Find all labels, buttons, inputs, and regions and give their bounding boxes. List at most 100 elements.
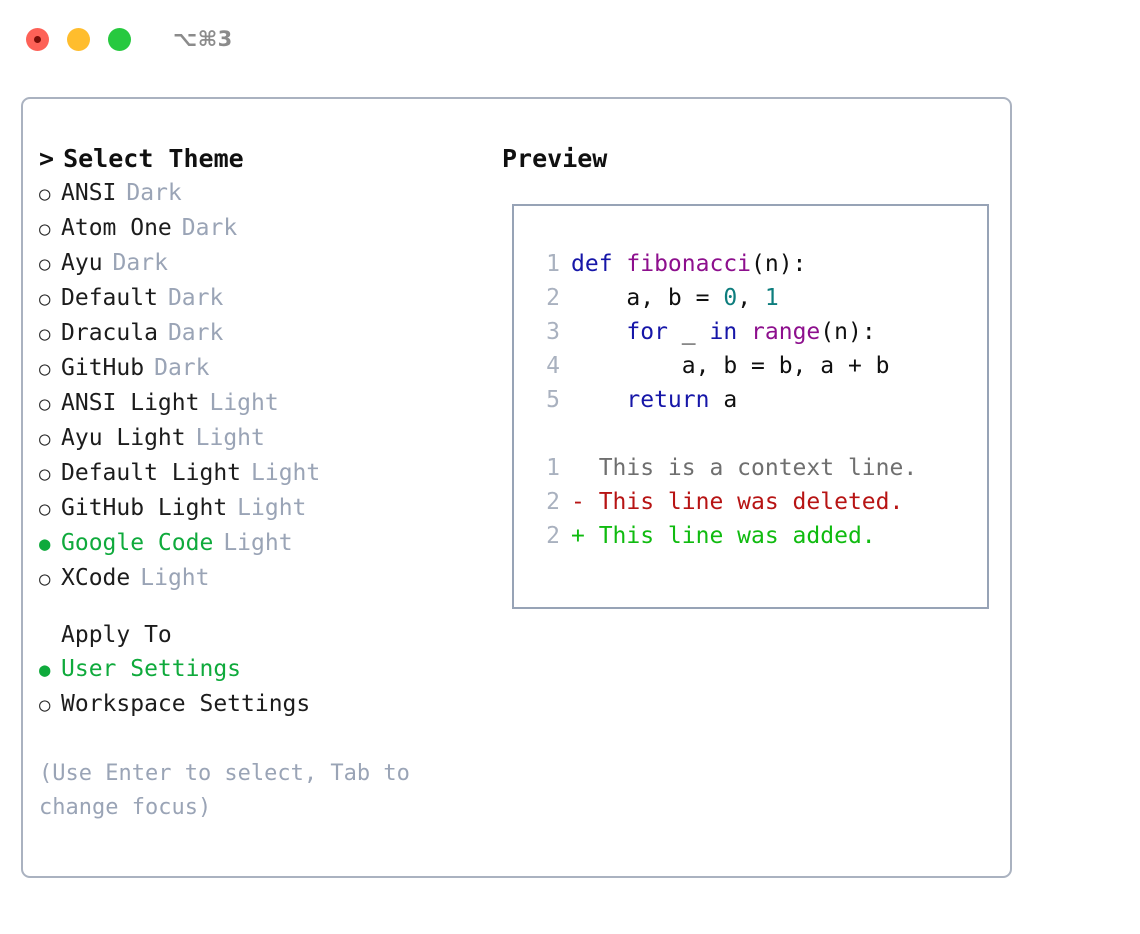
maximize-button-icon[interactable] (108, 27, 131, 51)
code-token-plain (737, 319, 751, 345)
code-line-number: 5 (546, 387, 560, 413)
code-token-num: 0 (723, 285, 738, 311)
code-token-fn: range (751, 319, 821, 345)
preview-column: Preview (502, 142, 992, 176)
code-line-number: 1 (546, 251, 560, 277)
code-token-plain: a (709, 387, 738, 413)
theme-picker-header: > Select Theme (39, 142, 469, 176)
apply-to-option-workspace-settings[interactable]: ○ Workspace Settings (39, 687, 469, 722)
code-token-kw: for (626, 319, 668, 345)
radio-unselected-icon: ○ (39, 463, 51, 485)
theme-option-label: Default Light (61, 460, 242, 486)
diff-line-context: 1 This is a context line. (534, 451, 981, 485)
theme-option-label: Dracula (61, 320, 158, 346)
code-line-text: a, b = b, a + b (571, 349, 890, 383)
diff-line-text: - This line was deleted. (571, 489, 904, 515)
theme-option-tag: Dark (112, 250, 168, 276)
diff-line-number: 2 (546, 523, 560, 549)
code-token-plain (571, 319, 626, 345)
code-token-kw: in (709, 319, 738, 345)
diff-line-number: 1 (546, 455, 560, 481)
preview-separator (534, 417, 981, 451)
code-token-plain: , (737, 285, 765, 311)
diff-line-del: 2 - This line was deleted. (534, 485, 981, 519)
radio-selected-icon: ● (39, 659, 51, 681)
theme-option-tag: Dark (154, 355, 210, 381)
code-line: 4 a, b = b, a + b (534, 349, 981, 383)
code-token-kw: def (571, 251, 627, 277)
theme-option-tag: Light (251, 460, 321, 486)
theme-option-tag: Dark (126, 180, 182, 206)
code-line-text: return a (571, 383, 737, 417)
apply-to-group: Apply To ● User Settings ○ Workspace Settin… (39, 618, 469, 722)
apply-to-title: Apply To (61, 622, 172, 648)
window-titlebar: ⌥⌘3 (0, 0, 1140, 78)
caret-icon: > (39, 144, 55, 173)
theme-option-label: XCode (61, 565, 131, 591)
close-button-icon[interactable] (26, 27, 49, 51)
theme-option-tag: Light (140, 565, 210, 591)
theme-option-tag: Dark (181, 215, 238, 241)
code-line: 1 def fibonacci(n): (534, 247, 981, 281)
theme-option-ayu[interactable]: ○ Ayu Dark (39, 246, 469, 281)
keyboard-hint-text: (Use Enter to select, Tab to change focu… (39, 761, 410, 820)
traffic-light-group (26, 27, 131, 51)
code-line: 3 for _ in range(n): (534, 315, 981, 349)
code-line-text: a, b = 0, 1 (571, 281, 778, 315)
code-token-plain: (n): (751, 251, 807, 277)
theme-option-dracula[interactable]: ○ Dracula Dark (39, 316, 469, 351)
theme-option-google-code[interactable]: ● Google Code Light (39, 526, 469, 561)
radio-unselected-icon: ○ (39, 694, 51, 716)
theme-option-github-light[interactable]: ○ GitHub Light Light (39, 491, 469, 526)
minimize-button-icon[interactable] (67, 27, 90, 51)
theme-option-label: Atom One (61, 215, 172, 241)
theme-option-label: Default (61, 285, 158, 311)
theme-option-label: ANSI Light (61, 390, 200, 416)
code-line: 2 a, b = 0, 1 (534, 281, 981, 315)
diff-line-number: 2 (546, 489, 560, 515)
apply-to-option-label: User Settings (61, 656, 242, 682)
code-line-number: 4 (546, 353, 560, 379)
radio-unselected-icon: ○ (39, 253, 51, 275)
theme-option-tag: Light (237, 495, 307, 521)
theme-option-label: Ayu (61, 250, 103, 276)
preview-heading: Preview (502, 144, 608, 173)
theme-option-github[interactable]: ○ GitHub Dark (39, 351, 469, 386)
code-token-kw: return (626, 387, 710, 413)
code-token-plain: a, b = b, a + b (571, 353, 890, 379)
apply-to-option-label: Workspace Settings (61, 691, 311, 717)
theme-option-tag: Light (223, 530, 293, 556)
code-token-plain: _ (667, 319, 710, 345)
code-line-text: for _ in range(n): (571, 315, 875, 349)
radio-unselected-icon: ○ (39, 498, 51, 520)
radio-unselected-icon: ○ (39, 288, 51, 310)
apply-to-option-user-settings[interactable]: ● User Settings (39, 652, 469, 687)
theme-picker-header-label: Select Theme (63, 144, 244, 173)
diff-line-add: 2+ This line was added. (534, 519, 981, 553)
theme-option-default-light[interactable]: ○ Default Light Light (39, 456, 469, 491)
radio-unselected-icon: ○ (39, 358, 51, 380)
theme-option-label: GitHub Light (61, 495, 228, 521)
diff-line-text: This is a context line. (571, 455, 918, 481)
theme-option-label: Google Code (61, 530, 214, 556)
code-line-number: 3 (546, 319, 560, 345)
apply-to-option-list: ● User Settings ○ Workspace Settings (39, 652, 469, 722)
theme-option-tag: Dark (167, 320, 224, 346)
theme-option-label: GitHub (61, 355, 145, 381)
radio-unselected-icon: ○ (39, 428, 51, 450)
code-token-fn: fibonacci (626, 251, 752, 277)
radio-selected-icon: ● (39, 533, 51, 555)
theme-option-tag: Light (209, 390, 279, 416)
theme-option-label: Ayu Light (61, 425, 186, 451)
radio-unselected-icon: ○ (39, 323, 51, 345)
